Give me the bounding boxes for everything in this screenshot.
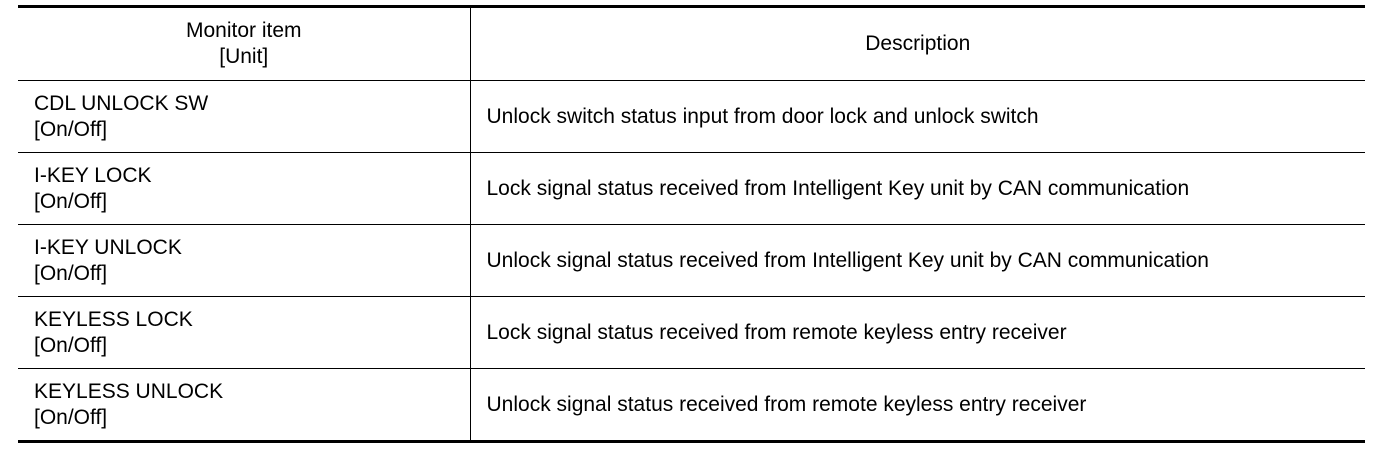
monitor-item-cell: I-KEY LOCK [On/Off] <box>18 152 471 225</box>
header-row: Monitor item [Unit] Description <box>18 5 1365 81</box>
monitor-item-table-container: Monitor item [Unit] Description CDL UNLO… <box>18 5 1365 443</box>
description-cell: Unlock signal status received from Intel… <box>470 224 1365 297</box>
description-cell: Lock signal status received from Intelli… <box>470 152 1365 225</box>
monitor-item-name: KEYLESS UNLOCK <box>34 379 224 403</box>
monitor-item-cell: KEYLESS UNLOCK [On/Off] <box>18 368 471 443</box>
description-cell: Lock signal status received from remote … <box>470 296 1365 369</box>
header-unit-label: [Unit] <box>219 45 269 68</box>
monitor-item-unit: [On/Off] <box>34 405 108 429</box>
monitor-item-cell: CDL UNLOCK SW [On/Off] <box>18 80 471 153</box>
monitor-item-name: I-KEY LOCK <box>34 163 152 187</box>
header-monitor-item: Monitor item [Unit] <box>18 5 471 81</box>
monitor-item-unit: [On/Off] <box>34 117 108 141</box>
table-row: KEYLESS UNLOCK [On/Off] Unlock signal st… <box>18 368 1365 443</box>
table-header: Monitor item [Unit] Description <box>18 5 1365 81</box>
monitor-item-table: Monitor item [Unit] Description CDL UNLO… <box>18 5 1365 443</box>
monitor-item-name: KEYLESS LOCK <box>34 307 193 331</box>
header-monitor-item-label: Monitor item <box>185 19 302 42</box>
table-row: CDL UNLOCK SW [On/Off] Unlock switch sta… <box>18 80 1365 153</box>
monitor-item-unit: [On/Off] <box>34 189 108 213</box>
description-cell: Unlock signal status received from remot… <box>470 368 1365 443</box>
header-description: Description <box>470 5 1365 81</box>
monitor-item-name: CDL UNLOCK SW <box>34 91 209 115</box>
monitor-item-cell: KEYLESS LOCK [On/Off] <box>18 296 471 369</box>
description-cell: Unlock switch status input from door loc… <box>470 80 1365 153</box>
monitor-item-name: I-KEY UNLOCK <box>34 235 182 259</box>
monitor-item-unit: [On/Off] <box>34 261 108 285</box>
table-row: I-KEY UNLOCK [On/Off] Unlock signal stat… <box>18 224 1365 297</box>
monitor-item-cell: I-KEY UNLOCK [On/Off] <box>18 224 471 297</box>
monitor-item-unit: [On/Off] <box>34 333 108 357</box>
table-row: KEYLESS LOCK [On/Off] Lock signal status… <box>18 296 1365 369</box>
table-row: I-KEY LOCK [On/Off] Lock signal status r… <box>18 152 1365 225</box>
table-body: CDL UNLOCK SW [On/Off] Unlock switch sta… <box>18 80 1365 443</box>
